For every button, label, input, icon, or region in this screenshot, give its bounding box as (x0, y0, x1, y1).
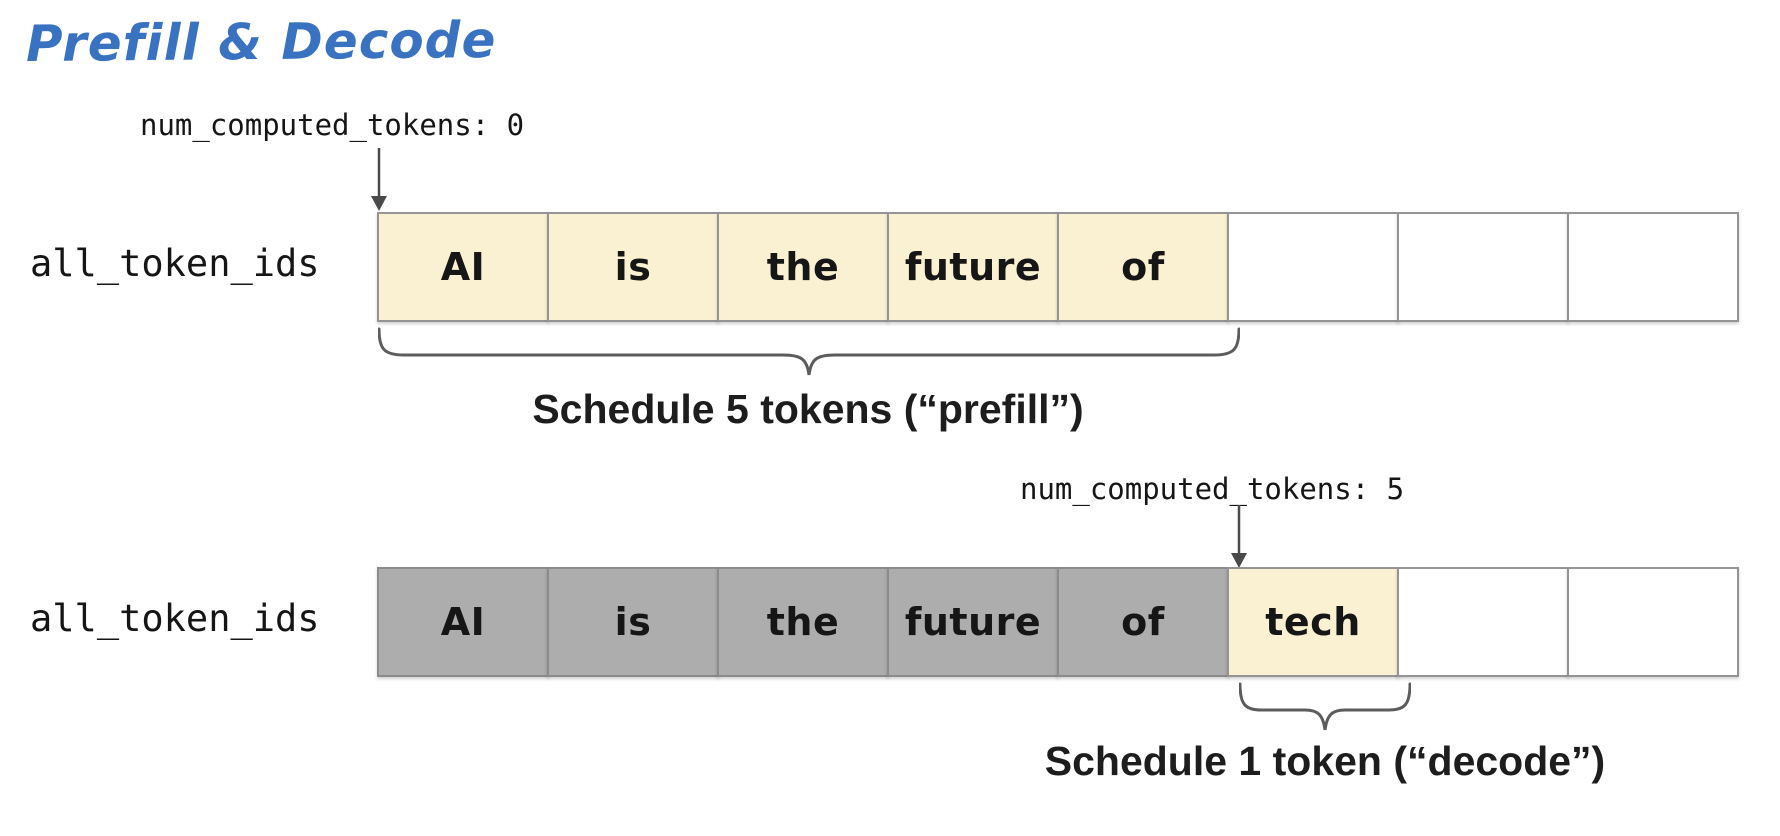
decode-token-row: AI is the future of tech (377, 567, 1739, 677)
token-cell (1227, 212, 1399, 322)
token-text: tech (1265, 600, 1361, 644)
decode-schedule-label: Schedule 1 token (“decode”) (1044, 738, 1606, 784)
token-cell (1397, 567, 1569, 677)
token-text: is (614, 600, 652, 644)
prefill-token-row: AI is the future of (377, 212, 1739, 322)
token-text: of (1121, 245, 1165, 289)
prefill-schedule-label: Schedule 5 tokens (“prefill”) (532, 386, 1084, 432)
token-cell: AI (377, 212, 549, 322)
token-cell: of (1057, 567, 1229, 677)
token-cell: tech (1227, 567, 1399, 677)
num-computed-tokens-0-label: num_computed_tokens: 0 (140, 108, 525, 142)
down-arrow-icon (367, 146, 391, 216)
token-text: the (766, 245, 840, 289)
diagram-title: Prefill & Decode (25, 10, 497, 74)
token-cell (1397, 212, 1569, 322)
token-cell: future (887, 567, 1059, 677)
token-text: future (904, 245, 1042, 289)
decode-brace-icon (1238, 682, 1412, 740)
token-text: the (766, 600, 840, 644)
prefill-brace-icon (377, 327, 1241, 385)
num-computed-tokens-5-label: num_computed_tokens: 5 (1020, 472, 1405, 506)
token-cell (1567, 567, 1739, 677)
token-text: AI (440, 245, 486, 289)
token-cell: future (887, 212, 1059, 322)
token-cell: of (1057, 212, 1229, 322)
token-cell: is (547, 567, 719, 677)
token-text: future (904, 600, 1042, 644)
token-cell: the (717, 567, 889, 677)
all-token-ids-label-decode: all_token_ids (30, 597, 320, 640)
token-cell (1567, 212, 1739, 322)
token-text: of (1121, 600, 1165, 644)
token-cell: the (717, 212, 889, 322)
token-cell: is (547, 212, 719, 322)
token-text: AI (440, 600, 486, 644)
all-token-ids-label-prefill: all_token_ids (30, 242, 320, 285)
token-text: is (614, 245, 652, 289)
down-arrow-icon (1227, 503, 1251, 573)
token-cell: AI (377, 567, 549, 677)
